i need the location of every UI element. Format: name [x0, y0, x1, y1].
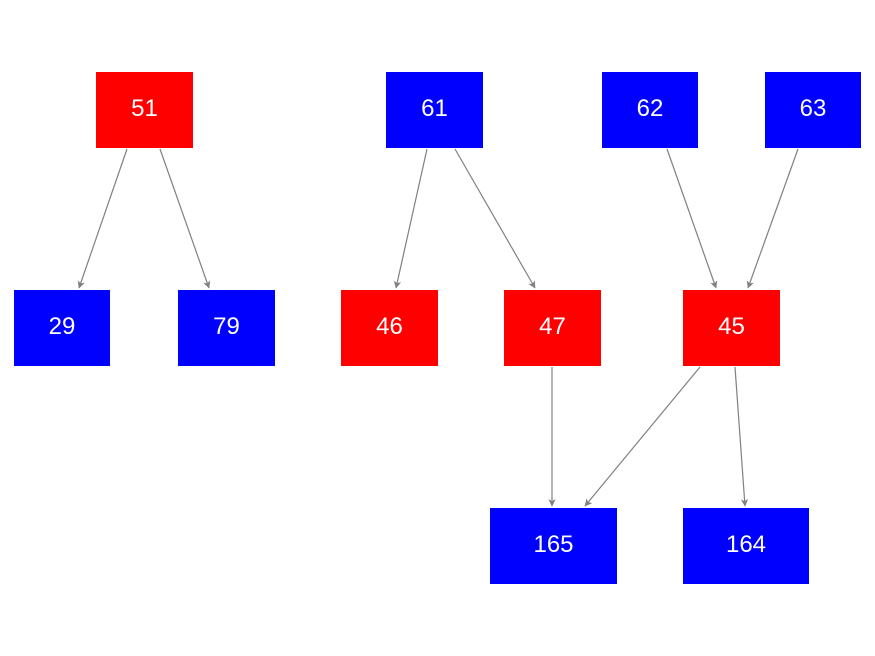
node-label-51: 51	[131, 95, 158, 122]
node-164[interactable]: 164	[683, 508, 809, 584]
node-45[interactable]: 45	[683, 290, 780, 366]
edge-45-to-164	[734, 366, 749, 507]
edge-62-to-45	[666, 148, 718, 289]
node-label-61: 61	[421, 95, 448, 122]
node-label-165: 165	[533, 531, 574, 558]
node-label-164: 164	[725, 531, 767, 558]
node-61[interactable]: 61	[386, 72, 483, 148]
node-label-62: 62	[636, 95, 664, 122]
node-51[interactable]: 51	[96, 72, 193, 148]
node-label-29: 29	[48, 313, 76, 340]
node-label-45: 45	[718, 313, 745, 340]
edge-61-to-46	[393, 148, 428, 289]
node-165[interactable]: 165	[490, 508, 617, 584]
node-47[interactable]: 47	[504, 290, 601, 366]
node-label-79: 79	[213, 313, 240, 340]
node-79[interactable]: 79	[178, 290, 275, 366]
node-63[interactable]: 63	[765, 72, 861, 148]
node-62[interactable]: 62	[602, 72, 698, 148]
edge-45-to-165	[584, 366, 701, 507]
node-label-47: 47	[539, 313, 566, 340]
node-label-63: 63	[799, 95, 827, 122]
edge-61-to-47	[454, 148, 536, 289]
node-29[interactable]: 29	[14, 290, 110, 366]
edge-63-to-45	[746, 148, 799, 289]
edge-51-to-79	[159, 148, 211, 289]
edge-51-to-29	[77, 148, 128, 289]
node-label-46: 46	[376, 313, 403, 340]
node-46[interactable]: 46	[341, 290, 438, 366]
